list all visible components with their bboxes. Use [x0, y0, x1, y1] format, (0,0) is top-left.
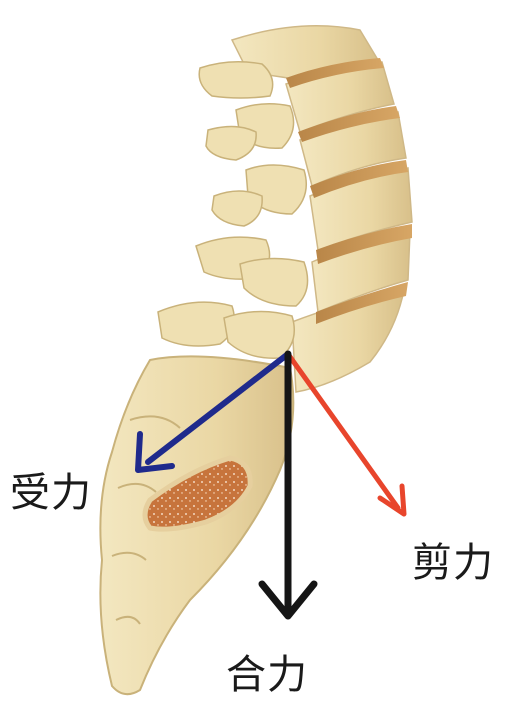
compressive-force-label: 受力	[10, 460, 92, 518]
posterior-processes	[158, 62, 308, 358]
resultant-force-label: 合力	[226, 642, 308, 700]
shear-force-label: 剪力	[412, 530, 494, 588]
